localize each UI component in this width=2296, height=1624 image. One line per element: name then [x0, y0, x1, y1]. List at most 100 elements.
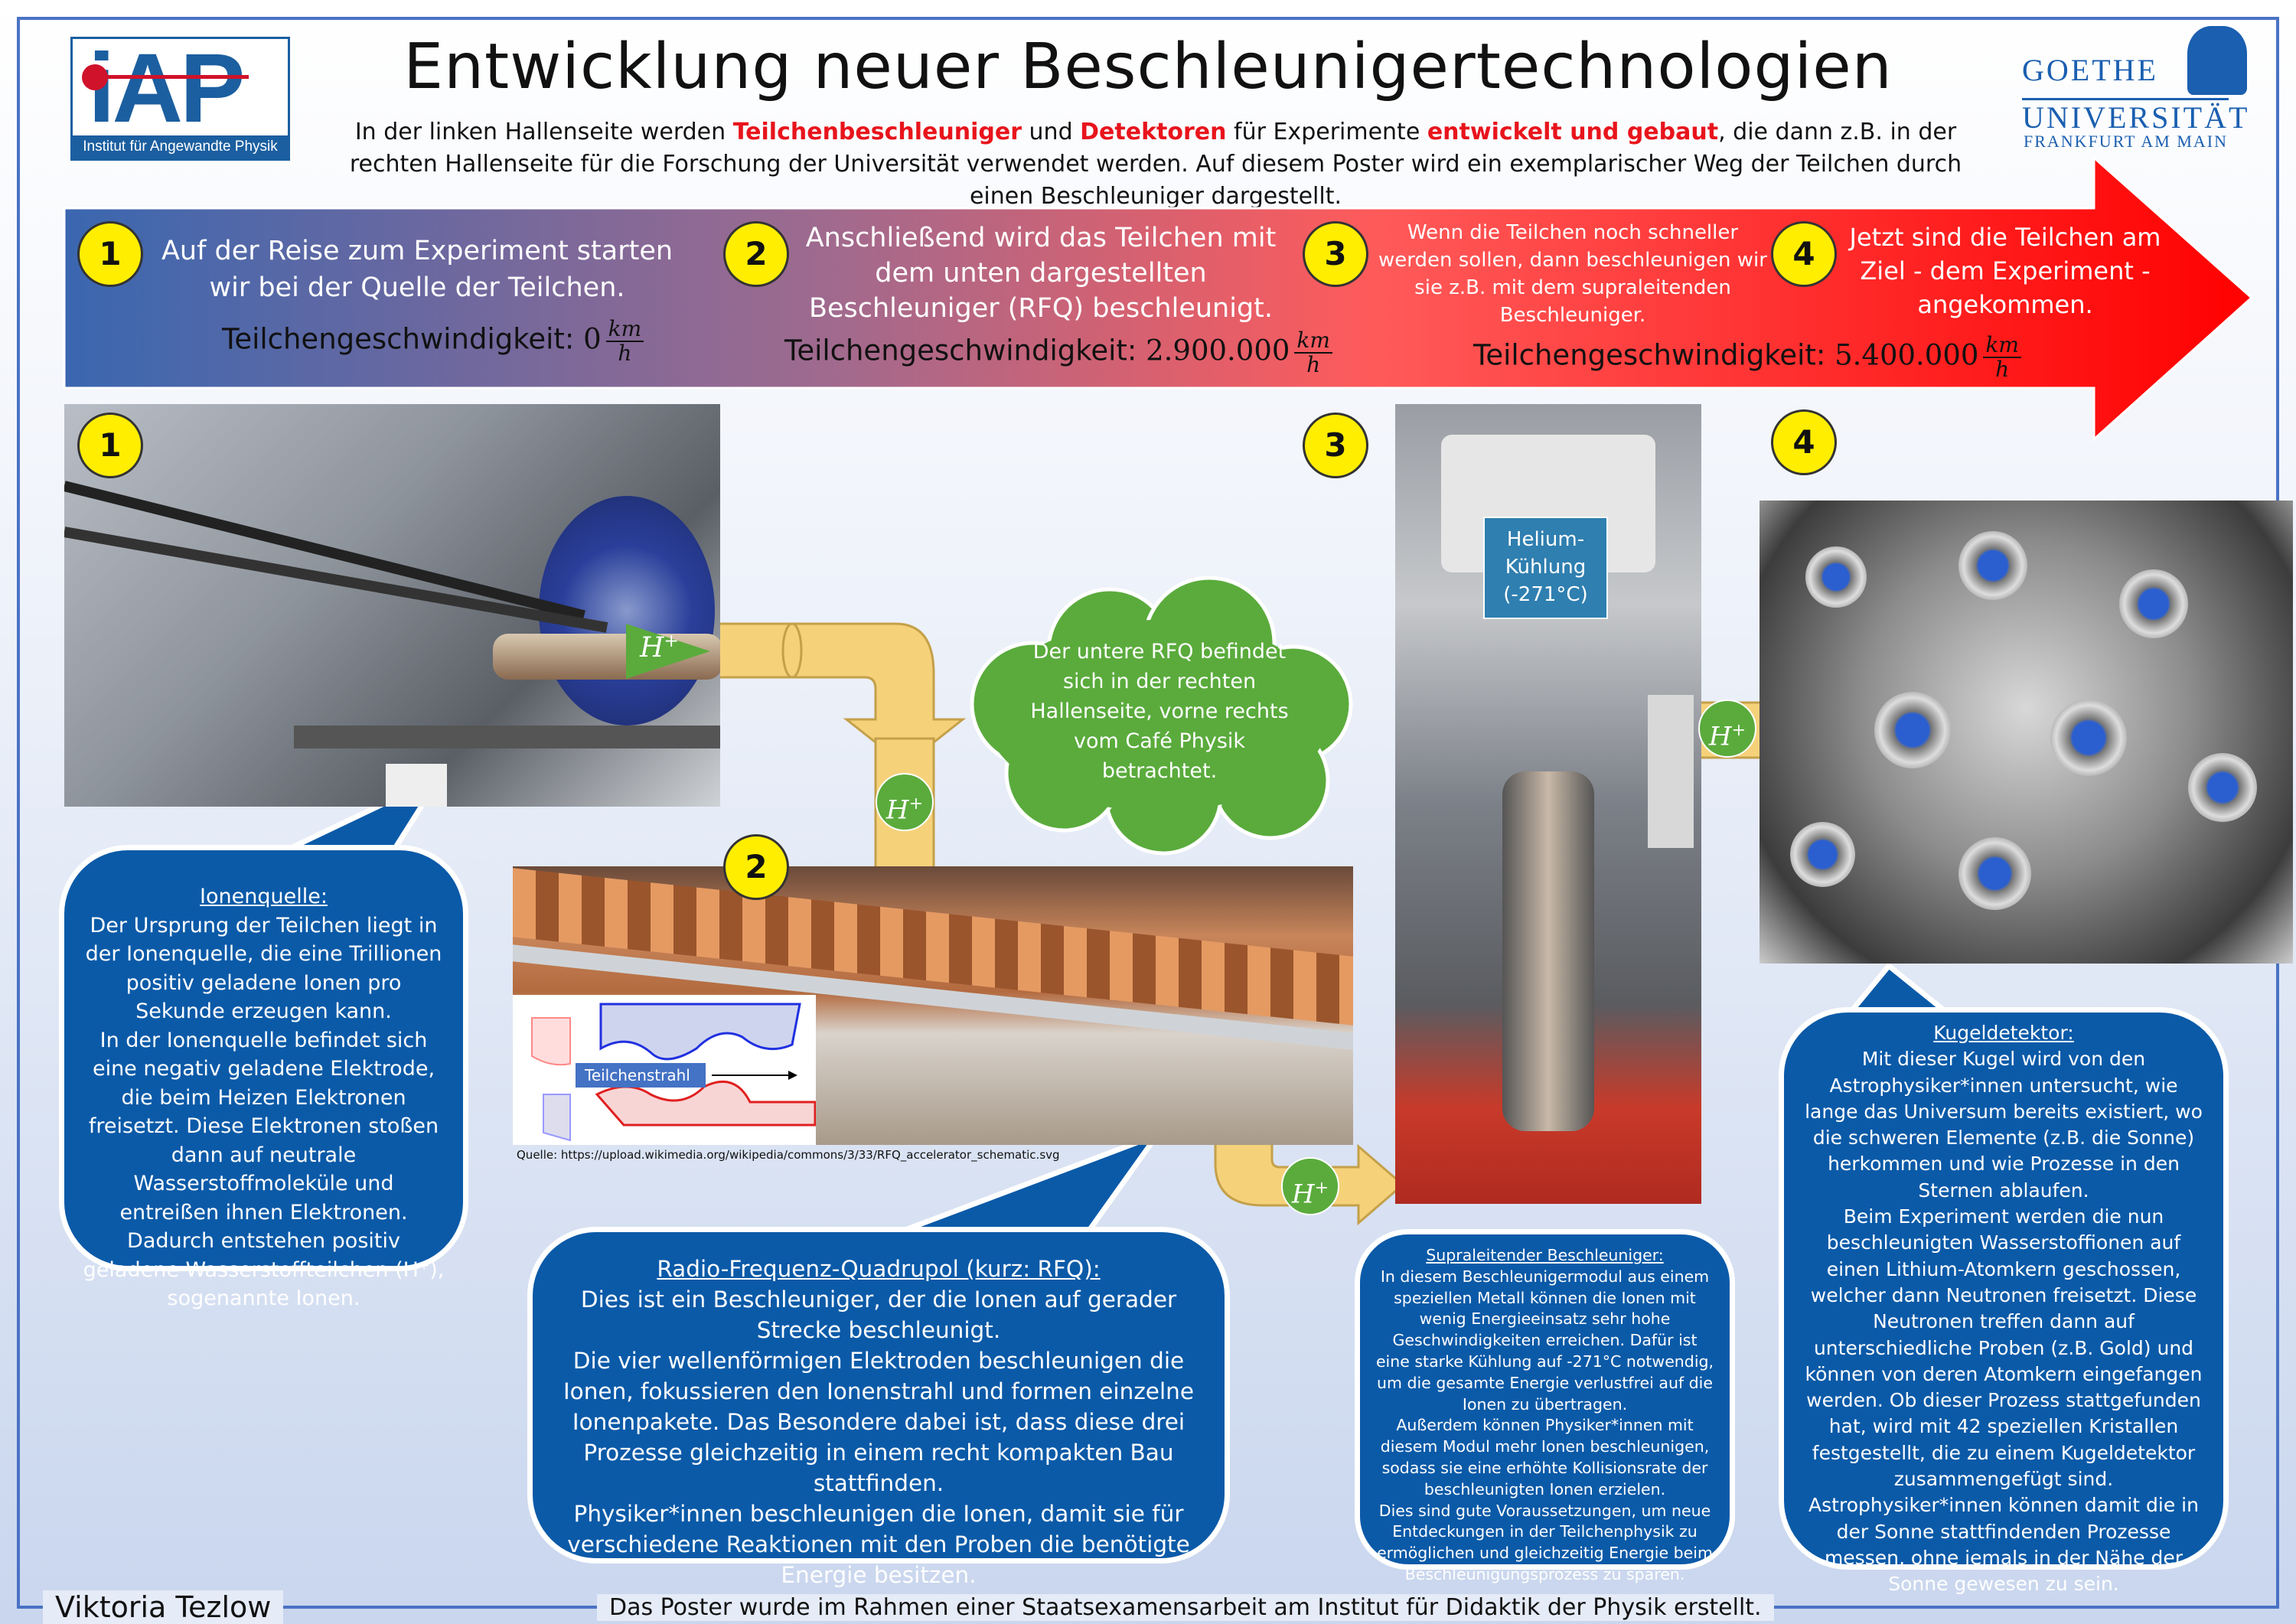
bubble-paragraph: Astrophysiker*innen können damit die in …: [1808, 1494, 2199, 1596]
bubble-paragraph: Dies ist ein Beschleuniger, der die Ione…: [580, 1286, 1177, 1343]
sphere-detector-photo: [1760, 501, 2293, 964]
detector-crystal: [1874, 692, 1951, 768]
intro-highlight: entwickelt und gebaut: [1427, 119, 1719, 145]
beam-tube-1: [710, 622, 967, 767]
intro-highlight: Detektoren: [1080, 119, 1227, 145]
detector-crystal: [1805, 546, 1867, 608]
iap-logo-subtitle: Institut für Angewandte Physik: [73, 135, 288, 158]
unit-numerator: km: [1294, 329, 1332, 354]
bubble-heading: Ionenquelle:: [200, 885, 328, 908]
unit-denominator: h: [1306, 352, 1321, 377]
bubble-paragraph: Dies sind gute Voraussetzungen, um neue …: [1377, 1501, 1713, 1583]
intro-segment: , die dann z.B. in der rechten Hallensei…: [349, 119, 1962, 210]
goethe-logo-line1: GOETHE: [2022, 53, 2158, 87]
photo-badge-2: 2: [723, 834, 789, 900]
detector-crystal: [2119, 569, 2188, 638]
intro-text: In der linken Hallenseite werden Teilche…: [321, 116, 1990, 213]
iap-logo-letters: iAP: [88, 34, 245, 143]
image-source: Quelle: https://upload.wikimedia.org/wik…: [517, 1148, 1060, 1162]
speed-label: Teilchengeschwindigkeit:: [1473, 338, 1826, 372]
detector-info-bubble: Kugeldetektor: Mit dieser Kugel wird von…: [1779, 1007, 2229, 1595]
particle-label: H+: [640, 630, 680, 664]
goethe-logo-line2: UNIVERSITÄT: [2022, 100, 2250, 135]
author-name: Viktoria Tezlow: [43, 1590, 284, 1624]
poster-title: Entwicklung neuer Beschleunigertechnolog…: [403, 31, 1893, 103]
bubble-paragraph: Außerdem können Physiker*innen mit diese…: [1380, 1416, 1710, 1498]
accelerator-module: [1502, 771, 1594, 1131]
photo-badge-4: 4: [1771, 409, 1837, 475]
intro-segment: In der linken Hallenseite werden: [354, 119, 733, 145]
goethe-logo: GOETHE UNIVERSITÄT FRANKFURT AM MAIN: [2020, 26, 2250, 151]
beam-direction-arrow: [626, 624, 710, 679]
journey-arrow: [63, 155, 2254, 442]
detector-crystal: [2188, 753, 2257, 822]
poster-board: [1648, 695, 1694, 848]
footer-note: Das Poster wurde im Rahmen einer Staatse…: [597, 1594, 1774, 1621]
photo-badge-1: 1: [77, 413, 143, 478]
intro-segment: für Experimente: [1226, 119, 1427, 145]
bubble-paragraph: Der Ursprung der Teilchen liegt in der I…: [85, 913, 442, 1024]
step-2-text: Anschließend wird das Teilchen mit dem u…: [805, 223, 1277, 324]
bubble-paragraph: In der Ionenquelle befindet sich eine ne…: [83, 1028, 445, 1311]
detector-bubble-tail: [1846, 962, 1952, 1013]
intro-highlight: Teilchenbeschleuniger: [732, 119, 1022, 145]
goethe-logo-line3: FRANKFURT AM MAIN: [2024, 132, 2228, 151]
speed-value: 0: [583, 322, 602, 356]
bubble-paragraph: Die vier wellenförmigen Elektroden besch…: [563, 1348, 1194, 1496]
bubble-paragraph: Physiker*innen beschleunigen die Ionen, …: [567, 1501, 1190, 1588]
cable: [64, 527, 608, 633]
support-beam: [294, 726, 720, 748]
bubble-paragraph: Beim Experiment werden die nun beschleun…: [1805, 1205, 2203, 1491]
step-4-text: Jetzt sind die Teilchen am Ziel - dem Ex…: [1849, 223, 2161, 319]
detector-crystal: [1790, 822, 1855, 887]
detector-crystal: [1958, 531, 2027, 600]
goethe-portrait-icon: [2187, 26, 2247, 95]
step-badge-1: 1: [77, 221, 143, 287]
bubble-paragraph: Mit dieser Kugel wird von den Astrophysi…: [1805, 1048, 2203, 1202]
detector-crystal: [1958, 837, 2031, 910]
bubble-heading: Radio-Frequenz-Quadrupol (kurz: RFQ):: [657, 1256, 1101, 1282]
iap-logo: iAP Institut für Angewandte Physik: [70, 37, 290, 161]
detector-crystal: [2050, 699, 2127, 776]
iap-logo-beam: [103, 75, 249, 79]
bubble-heading: Kugeldetektor:: [1933, 1022, 2074, 1044]
superconducting-info-bubble: Supraleitender Beschleuniger: In diesem …: [1355, 1229, 1735, 1583]
speed-value: 2.900.000: [1146, 334, 1290, 367]
ion-source-info-bubble: Ionenquelle: Der Ursprung der Teilchen l…: [59, 845, 468, 1310]
ion-source-photo: [64, 404, 720, 807]
schematic-beam-label: Teilchenstrahl: [576, 1063, 706, 1088]
unit-numerator: km: [1983, 334, 2021, 358]
particle-h-plus-marker: H+: [876, 773, 934, 831]
speed-value: 5.400.000: [1835, 338, 1979, 372]
unit-numerator: km: [605, 318, 644, 342]
step-badge-2: 2: [723, 221, 789, 287]
step-1-text: Auf der Reise zum Experiment starten wir…: [161, 236, 673, 303]
speed-label: Teilchengeschwindigkeit:: [222, 322, 575, 356]
rfq-schematic: Teilchenstrahl: [513, 995, 817, 1145]
intro-segment: und: [1022, 119, 1081, 145]
photo-badge-3: 3: [1303, 413, 1368, 478]
cloud-text: Der untere RFQ befindet sich in der rech…: [1030, 640, 1289, 783]
step-3-text: Wenn die Teilchen noch schneller werden …: [1378, 221, 1767, 327]
step-badge-3: 3: [1303, 221, 1368, 287]
bubble-heading: Supraleitender Beschleuniger:: [1426, 1246, 1664, 1264]
speed-label: Teilchengeschwindigkeit:: [784, 334, 1137, 367]
particle-h-plus-marker: H+: [1698, 699, 1756, 758]
rfq-schematic-drawing: [531, 1003, 817, 1142]
particle-h-plus-marker: H+: [1281, 1157, 1339, 1215]
support-foot: [386, 764, 447, 807]
beam-tube-1-ring: [781, 622, 803, 679]
step-badge-4: 4: [1771, 221, 1837, 287]
goethe-logo-rule: [2022, 98, 2229, 100]
unit-denominator: h: [1995, 357, 2010, 382]
bubble-paragraph: In diesem Beschleunigermodul aus einem s…: [1375, 1267, 1714, 1414]
helium-cooling-label: Helium-Kühlung (-271°C): [1483, 517, 1608, 619]
unit-denominator: h: [618, 341, 632, 366]
